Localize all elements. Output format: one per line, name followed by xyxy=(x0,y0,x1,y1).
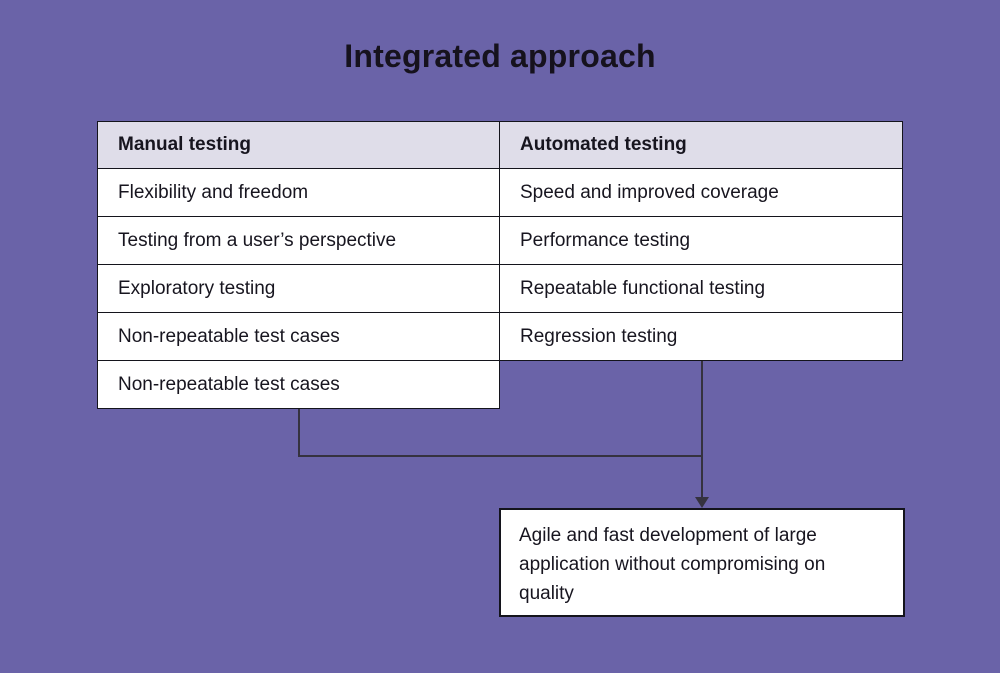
table-cell: Regression testing xyxy=(500,313,903,361)
table-cell: Speed and improved coverage xyxy=(500,169,903,217)
table-row: Exploratory testing Repeatable functiona… xyxy=(97,265,903,313)
table-cell: Performance testing xyxy=(500,217,903,265)
arrowhead-down-icon xyxy=(695,497,709,508)
table-cell: Non-repeatable test cases xyxy=(97,361,500,409)
page-title: Integrated approach xyxy=(344,38,656,74)
table-row: Non-repeatable test cases xyxy=(97,361,903,409)
table-cell: Repeatable functional testing xyxy=(500,265,903,313)
table-header-row: Manual testing Automated testing xyxy=(97,121,903,169)
column-header-manual-testing: Manual testing xyxy=(97,121,500,169)
table-cell: Non-repeatable test cases xyxy=(97,313,500,361)
table-cell: Exploratory testing xyxy=(97,265,500,313)
column-header-automated-testing: Automated testing xyxy=(500,121,903,169)
comparison-table: Manual testing Automated testing Flexibi… xyxy=(97,121,903,409)
table-row: Flexibility and freedom Speed and improv… xyxy=(97,169,903,217)
result-box: Agile and fast development of large appl… xyxy=(499,508,905,617)
table-row: Testing from a user’s perspective Perfor… xyxy=(97,217,903,265)
table-cell: Testing from a user’s perspective xyxy=(97,217,500,265)
table-row: Non-repeatable test cases Regression tes… xyxy=(97,313,903,361)
connector-left-elbow xyxy=(298,409,702,457)
table-cell: Flexibility and freedom xyxy=(97,169,500,217)
result-box-text: Agile and fast development of large appl… xyxy=(519,525,826,604)
